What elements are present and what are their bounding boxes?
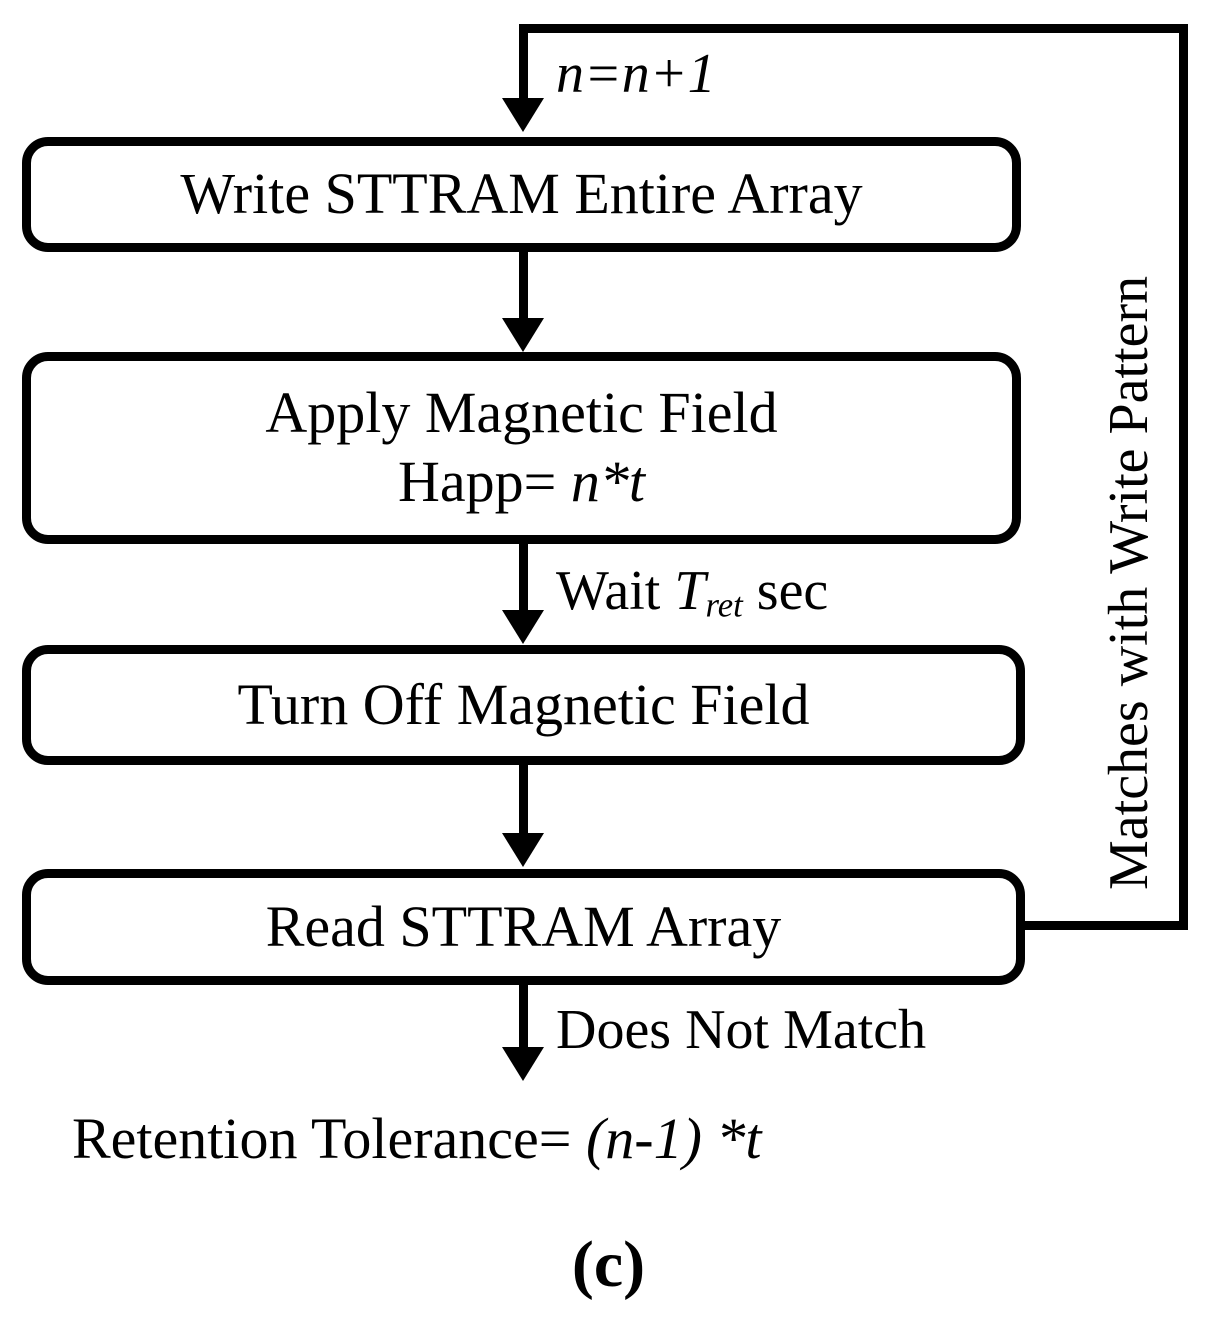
edge-label-wait: Wait Tret sec: [556, 563, 828, 623]
arrowhead-into-apply-field: [502, 318, 544, 352]
arrowhead-into-turn-off-field: [502, 610, 544, 644]
connector-apply-to-turnoff: [519, 544, 528, 614]
node-write-array[interactable]: Write STTRAM Entire Array: [22, 137, 1021, 252]
node-read-array[interactable]: Read STTRAM Array: [22, 869, 1025, 985]
node-apply-field-happ-expression: n*t: [570, 449, 645, 514]
edge-label-wait-subscript: ret: [705, 585, 743, 625]
node-apply-field[interactable]: Apply Magnetic Field Happ= n*t: [22, 352, 1021, 544]
result-text: Retention Tolerance= (n-1) *t: [72, 1110, 762, 1168]
node-apply-field-label-line1: Apply Magnetic Field: [265, 380, 778, 446]
edge-label-wait-symbol: T: [674, 560, 706, 622]
result-prefix: Retention Tolerance=: [72, 1106, 586, 1171]
edge-label-no-match: Does Not Match: [556, 999, 927, 1061]
figure-caption: (c): [571, 1228, 646, 1301]
edge-label-wait-prefix: Wait: [556, 560, 675, 622]
edge-label-increment: n=n+1: [556, 43, 716, 105]
node-turn-off-field-label: Turn Off Magnetic Field: [237, 671, 810, 737]
feedback-line-top: [519, 24, 1188, 33]
arrowhead-into-result: [502, 1047, 544, 1081]
node-read-array-label: Read STTRAM Array: [265, 893, 782, 959]
connector-read-to-result: [519, 985, 528, 1057]
node-apply-field-label-line2: Happ= n*t: [398, 449, 645, 515]
arrowhead-into-write-array: [502, 98, 544, 132]
edge-label-feedback: Matches with Write Pattern: [1098, 275, 1160, 890]
feedback-line-right: [1179, 24, 1188, 930]
connector-turnoff-to-read: [519, 765, 528, 837]
feedback-line-left: [519, 24, 528, 120]
arrowhead-into-read-array: [502, 833, 544, 867]
connector-write-to-apply: [519, 252, 528, 322]
feedback-line-bottom: [1016, 921, 1188, 930]
node-turn-off-field[interactable]: Turn Off Magnetic Field: [22, 645, 1025, 765]
result-expression: (n-1) *t: [585, 1106, 762, 1171]
edge-label-wait-suffix: sec: [742, 560, 829, 622]
node-apply-field-happ-prefix: Happ=: [398, 449, 571, 514]
node-write-array-label: Write STTRAM Entire Array: [180, 161, 863, 227]
